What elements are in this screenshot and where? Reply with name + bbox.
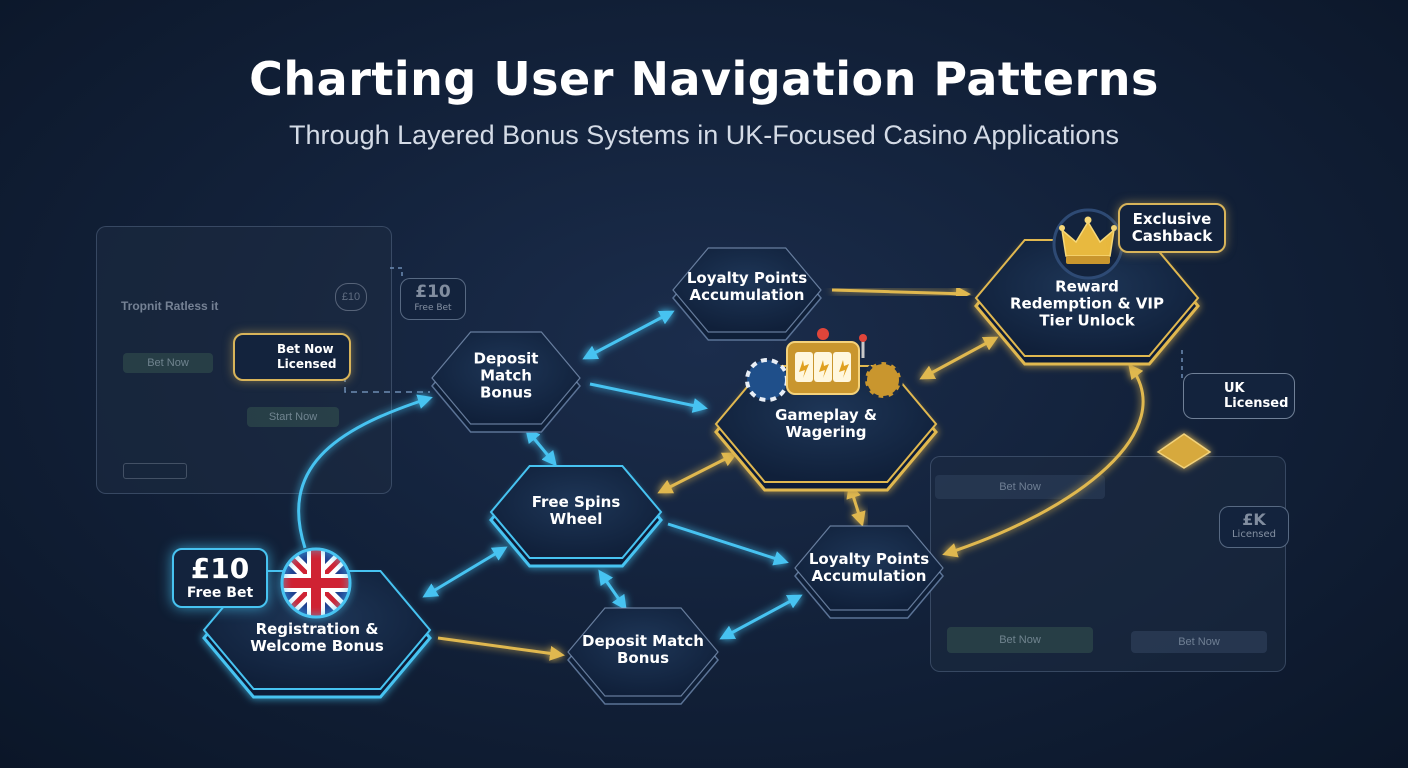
free-bet-amount: £10 xyxy=(190,552,250,585)
node-reward-label: Reward Redemption & VIP Tier Unlock xyxy=(1009,277,1164,330)
node-loyalty-bottom xyxy=(794,525,944,619)
node-registration-label: Registration & Welcome Bonus xyxy=(250,620,384,655)
licensed-small-amount: £K xyxy=(1242,510,1266,529)
left-panel-mini-amount: £10 xyxy=(335,283,367,311)
left-panel-heading: Tropnit Ratless it xyxy=(121,299,219,313)
bet-now-licensed-badge: Bet Now Licensed xyxy=(233,333,351,381)
uk-licensed-text: UK Licensed xyxy=(1224,381,1289,411)
node-deposit-match-top-label: Deposit Match Bonus xyxy=(473,349,539,402)
bet-now-licensed-text: Bet Now Licensed xyxy=(277,342,337,371)
right-panel-bet-now-right[interactable]: Bet Now xyxy=(1131,631,1267,653)
edge-free-spins-to-loyalty-bottom xyxy=(667,522,789,566)
edge-deposit-bottom-to-loyalty-bottom xyxy=(719,594,803,640)
dashed-connector-left xyxy=(344,376,430,393)
gold-diamond-accent xyxy=(1156,433,1212,469)
edge-deposit-top-to-loyalty-top xyxy=(582,310,675,360)
crown-icon xyxy=(1052,208,1124,280)
left-panel-start-button[interactable]: Start Now xyxy=(247,407,339,427)
licensed-badge-small: £K Licensed xyxy=(1219,506,1289,548)
edge-gameplay-to-reward xyxy=(919,336,999,380)
edge-registration-to-deposit-bottom xyxy=(437,636,565,661)
node-loyalty-top-label: Loyalty Points Accumulation xyxy=(686,269,808,304)
edge-gameplay-to-loyalty-bottom xyxy=(846,483,866,527)
edge-loyalty-top-to-reward xyxy=(831,286,971,302)
edge-free-spins-to-gameplay xyxy=(657,452,738,494)
node-deposit-match-bottom-label: Deposit Match Bonus xyxy=(582,632,704,667)
node-free-spins-label: Free Spins Wheel xyxy=(531,493,621,528)
node-reward xyxy=(974,239,1200,366)
edge-registration-to-deposit-top xyxy=(297,394,433,549)
node-loyalty-top xyxy=(672,247,822,341)
uk-licensed-badge: UK Licensed xyxy=(1183,373,1295,419)
slot-machine-icon xyxy=(745,328,903,402)
free-bet-small-amount: £10 xyxy=(415,282,451,302)
dashed-connector-free-bet xyxy=(390,267,403,280)
edge-registration-to-free-spins xyxy=(422,546,508,598)
node-free-spins xyxy=(489,465,663,568)
uk-flag-icon xyxy=(280,547,352,619)
licensed-small-label: Licensed xyxy=(1231,529,1277,540)
edge-deposit-top-to-gameplay xyxy=(589,382,708,413)
free-bet-badge-main: £10 Free Bet xyxy=(172,548,268,608)
exclusive-cashback-badge: Exclusive Cashback xyxy=(1118,203,1226,253)
edge-deposit-top-to-free-spins xyxy=(525,427,557,467)
node-gameplay-label: Gameplay & Wagering xyxy=(775,406,877,441)
node-loyalty-bottom-label: Loyalty Points Accumulation xyxy=(808,550,930,585)
free-bet-badge-small: £10 Free Bet xyxy=(400,278,466,320)
node-deposit-match-bottom xyxy=(567,607,719,705)
left-panel-line xyxy=(123,463,187,479)
exclusive-cashback-text: Exclusive Cashback xyxy=(1131,210,1213,245)
free-bet-small-label: Free Bet xyxy=(414,303,452,313)
node-deposit-match-top xyxy=(431,331,581,433)
page-title: Charting User Navigation Patterns xyxy=(249,52,1159,106)
edge-loyalty-bottom-to-reward xyxy=(942,363,1145,558)
free-bet-label: Free Bet xyxy=(186,585,254,601)
left-panel-bet-now-button[interactable]: Bet Now xyxy=(123,353,213,373)
edge-free-spins-to-deposit-bottom xyxy=(598,569,627,611)
right-panel-bet-now-left[interactable]: Bet Now xyxy=(947,627,1093,653)
page-subtitle: Through Layered Bonus Systems in UK-Focu… xyxy=(289,120,1119,150)
